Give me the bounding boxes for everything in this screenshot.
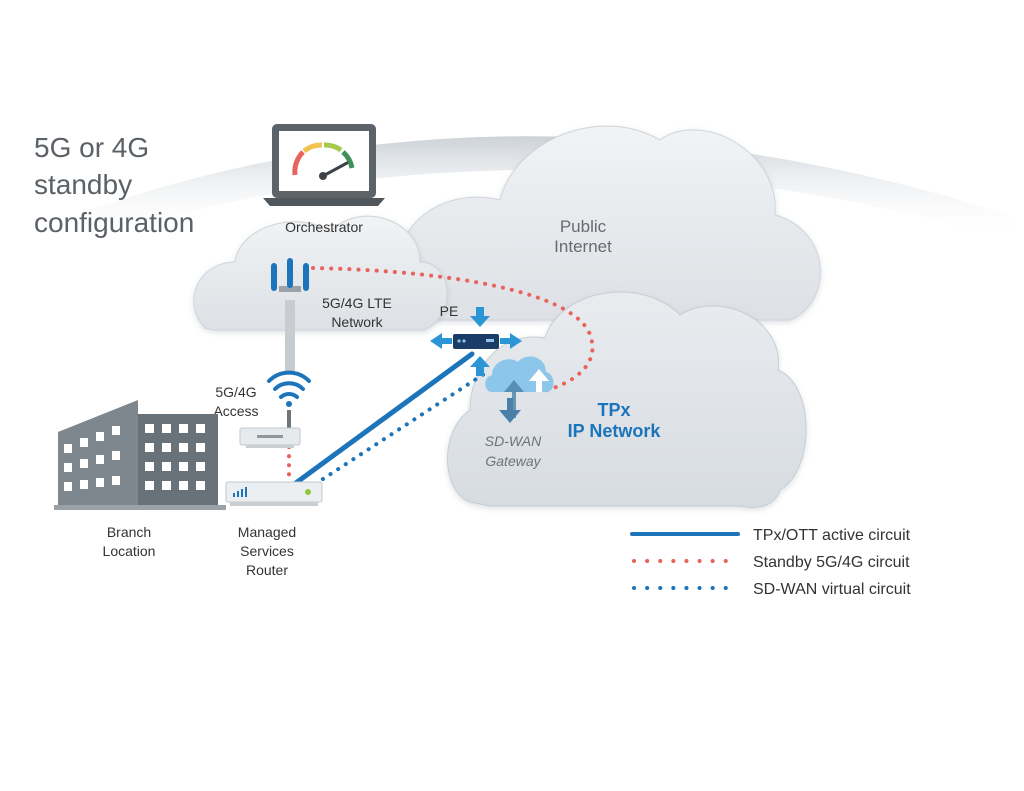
branch-label-line1: Branch (107, 524, 151, 540)
access-label-line1: 5G/4G (215, 384, 256, 400)
access-label-line2: Access (213, 403, 258, 419)
diagram-title-line3: configuration (34, 207, 194, 238)
cloud-transfer-icon (485, 356, 554, 423)
wireless-signal-icon (267, 370, 311, 399)
pe-label: PE (440, 303, 459, 319)
diagram-title-line1: 5G or 4G (34, 132, 149, 163)
managed-router-icon (225, 481, 323, 506)
gauge-laptop-icon (263, 124, 385, 206)
orchestrator-label: Orchestrator (285, 219, 363, 235)
pe-router-icon (430, 307, 522, 376)
active-circuit-line (286, 351, 475, 491)
standby-circuit-line (311, 266, 595, 394)
branch-label-line2: Location (103, 543, 156, 559)
sdwan-gateway-label-line2: Gateway (485, 453, 541, 469)
sdwan-circuit-line (298, 368, 492, 496)
router-label-line1: Managed (238, 524, 296, 540)
router-label-line2: Services (240, 543, 294, 559)
legend-label-sdwan: SD-WAN virtual circuit (753, 581, 911, 598)
legend-label-active: TPx/OTT active circuit (753, 527, 911, 544)
tpx-label-line1: TPx (597, 400, 630, 420)
lte-network-cloud (193, 215, 448, 331)
public-internet-label-line2: Internet (554, 237, 612, 256)
legend-label-standby: Standby 5G/4G circuit (753, 554, 910, 571)
lte-network-label-line1: 5G/4G LTE (322, 295, 392, 311)
public-internet-label-line1: Public (560, 217, 607, 236)
legend: TPx/OTT active circuit Standby 5G/4G cir… (630, 527, 911, 598)
tpx-label-line2: IP Network (568, 421, 662, 441)
lte-modem-icon (239, 410, 301, 448)
office-building-icon (54, 400, 226, 510)
tpx-network-cloud (447, 291, 807, 508)
public-internet-cloud (395, 125, 821, 321)
diagram-title-line2: standby (34, 169, 132, 200)
lte-network-label-line2: Network (331, 314, 383, 330)
router-label-line3: Router (246, 562, 288, 578)
cell-tower-icon (271, 258, 309, 372)
sdwan-gateway-label-line1: SD-WAN (485, 433, 542, 449)
